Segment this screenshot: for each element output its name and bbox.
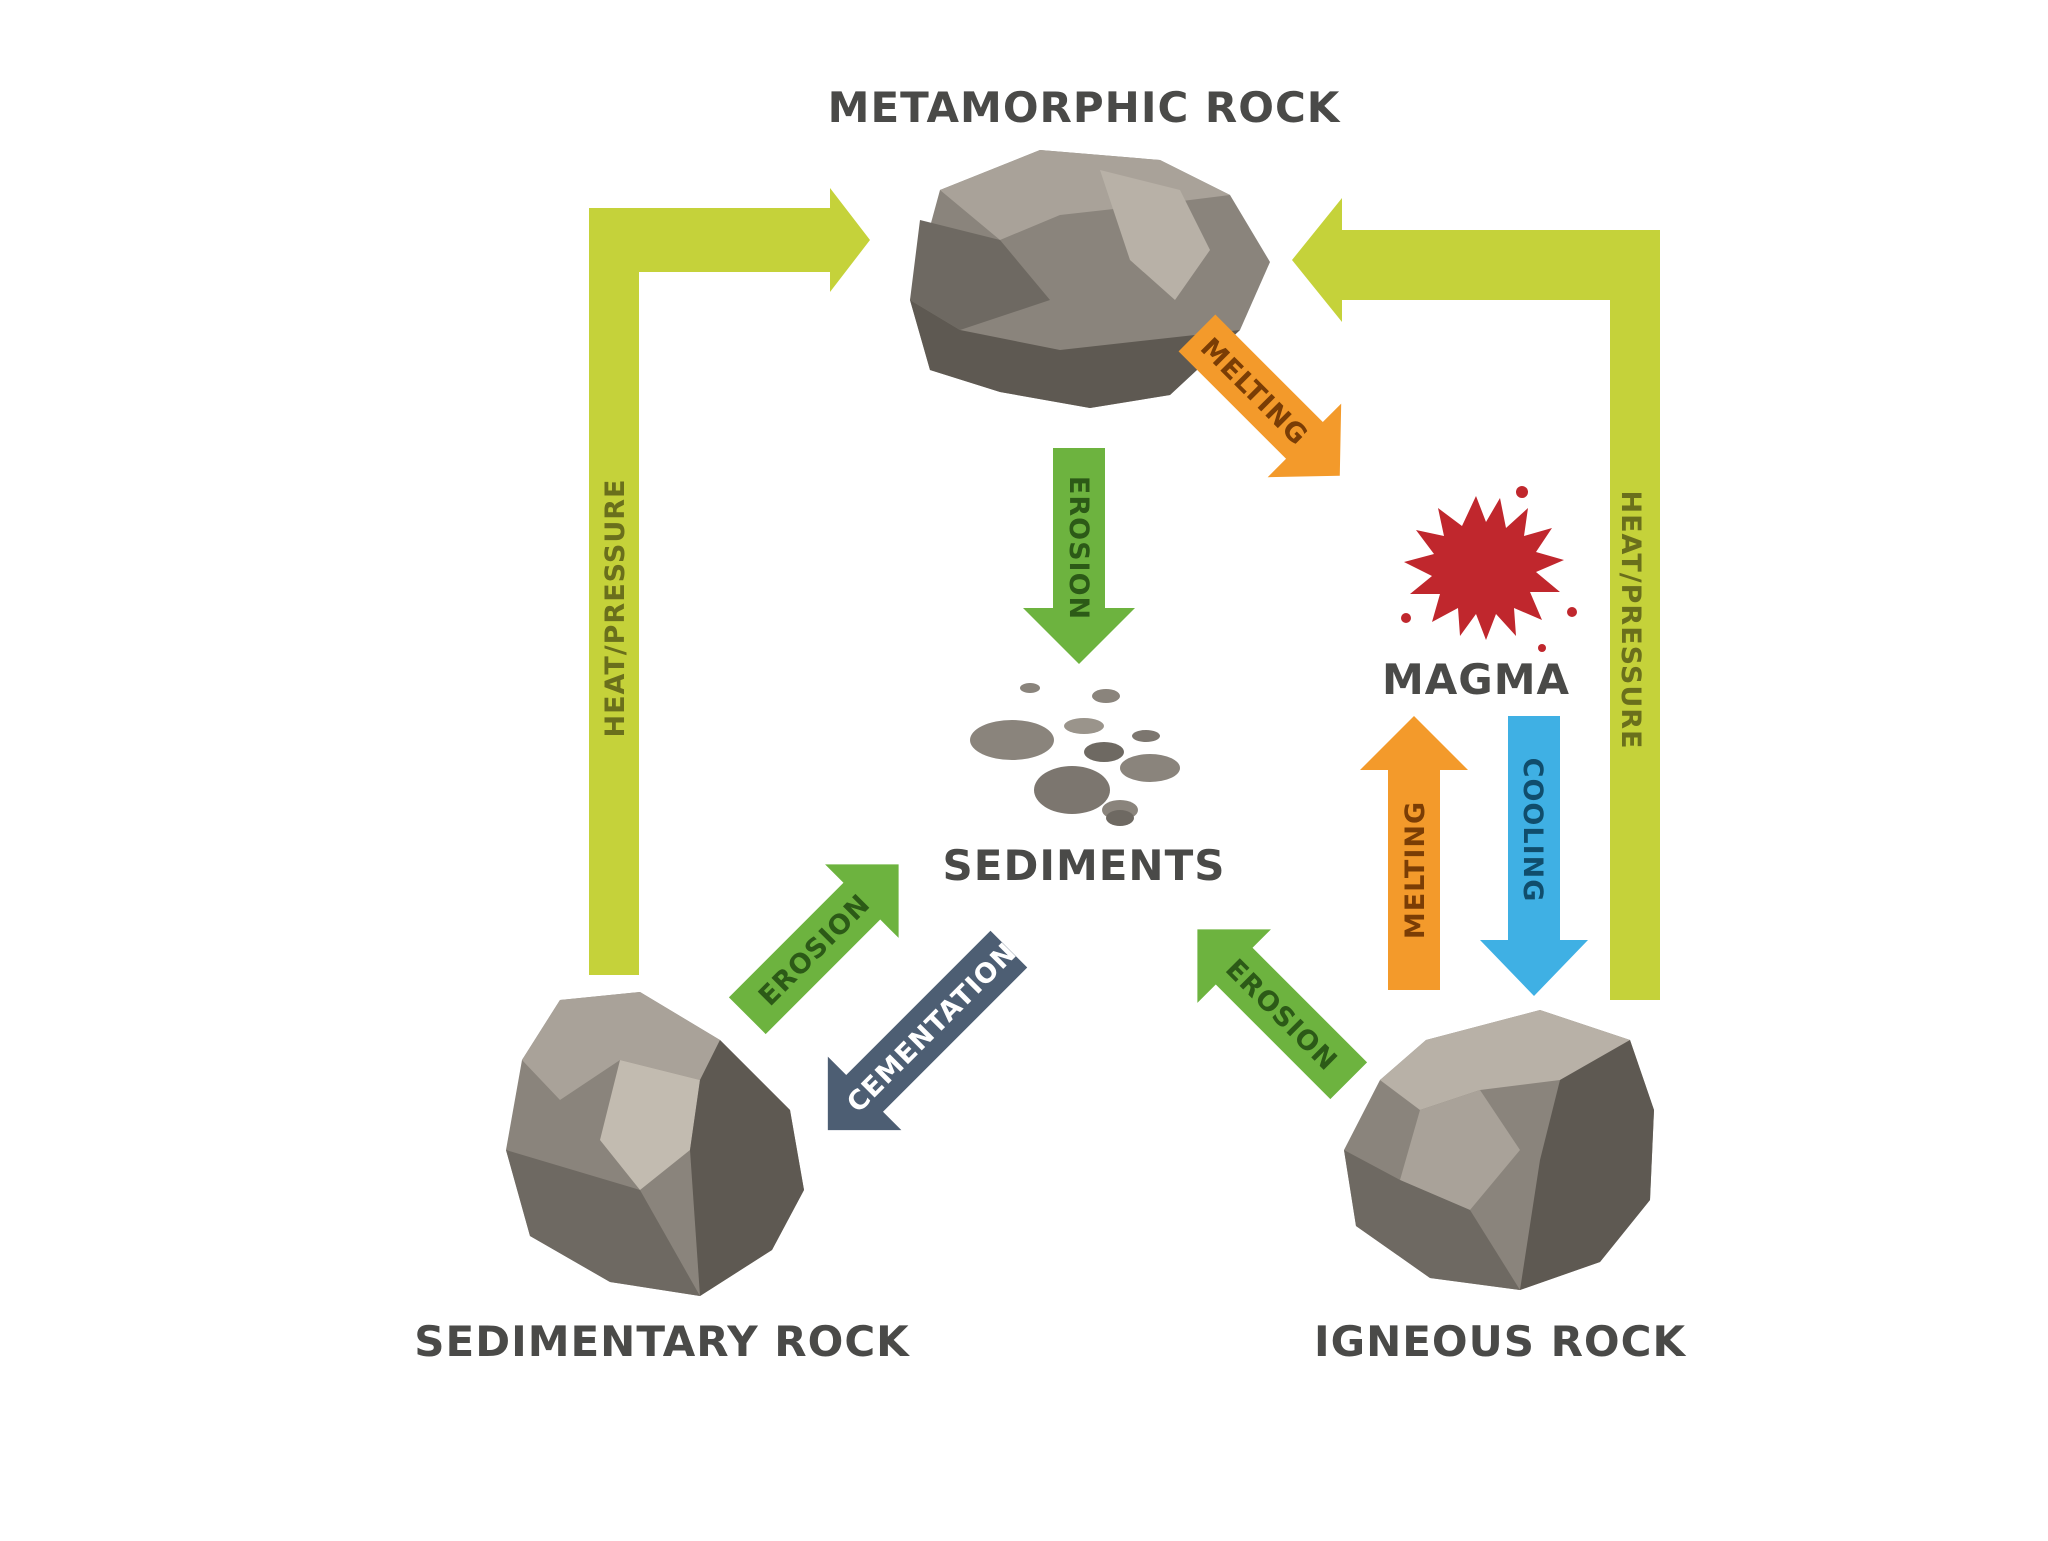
melting-metamorphic-label: MELTING <box>1194 332 1314 452</box>
cementation-label: CEMENTATION <box>841 937 1023 1119</box>
igneous-rock-label: IGNEOUS ROCK <box>1314 1317 1686 1366</box>
erosion-metamorphic-label: EROSION <box>1063 476 1094 620</box>
heat-pressure-left-arrow: HEAT/PRESSURE <box>589 188 870 975</box>
melting-igneous-arrow: MELTING <box>1360 716 1468 990</box>
cooling-arrow: COOLING <box>1480 716 1588 996</box>
sedimentary-rock-image: SEDIMENTARY ROCK <box>414 992 910 1366</box>
metamorphic-rock-label: METAMORPHIC ROCK <box>828 83 1341 132</box>
heat-pressure-right-arrow: HEAT/PRESSURE <box>1292 198 1660 1000</box>
erosion-metamorphic-arrow: EROSION <box>1023 448 1135 664</box>
erosion-igneous-label: EROSION <box>1219 953 1343 1077</box>
melting-igneous-label: MELTING <box>1400 801 1431 939</box>
magma-label: MAGMA <box>1382 655 1570 704</box>
erosion-sedimentary-label: EROSION <box>753 888 877 1012</box>
igneous-rock-image: IGNEOUS ROCK <box>1314 1010 1686 1366</box>
sediments-label: SEDIMENTS <box>943 841 1226 890</box>
magma-splat: MAGMA <box>1382 486 1577 704</box>
sediments-pebbles: SEDIMENTS <box>943 683 1226 890</box>
heat-pressure-right-label: HEAT/PRESSURE <box>1615 491 1646 750</box>
erosion-igneous-arrow: EROSION <box>1197 929 1368 1100</box>
heat-pressure-left-label: HEAT/PRESSURE <box>600 479 631 738</box>
sedimentary-rock-label: SEDIMENTARY ROCK <box>414 1317 910 1366</box>
erosion-sedimentary-arrow: EROSION <box>728 864 899 1035</box>
metamorphic-rock-image: METAMORPHIC ROCK <box>828 83 1341 408</box>
cooling-label: COOLING <box>1517 758 1548 903</box>
